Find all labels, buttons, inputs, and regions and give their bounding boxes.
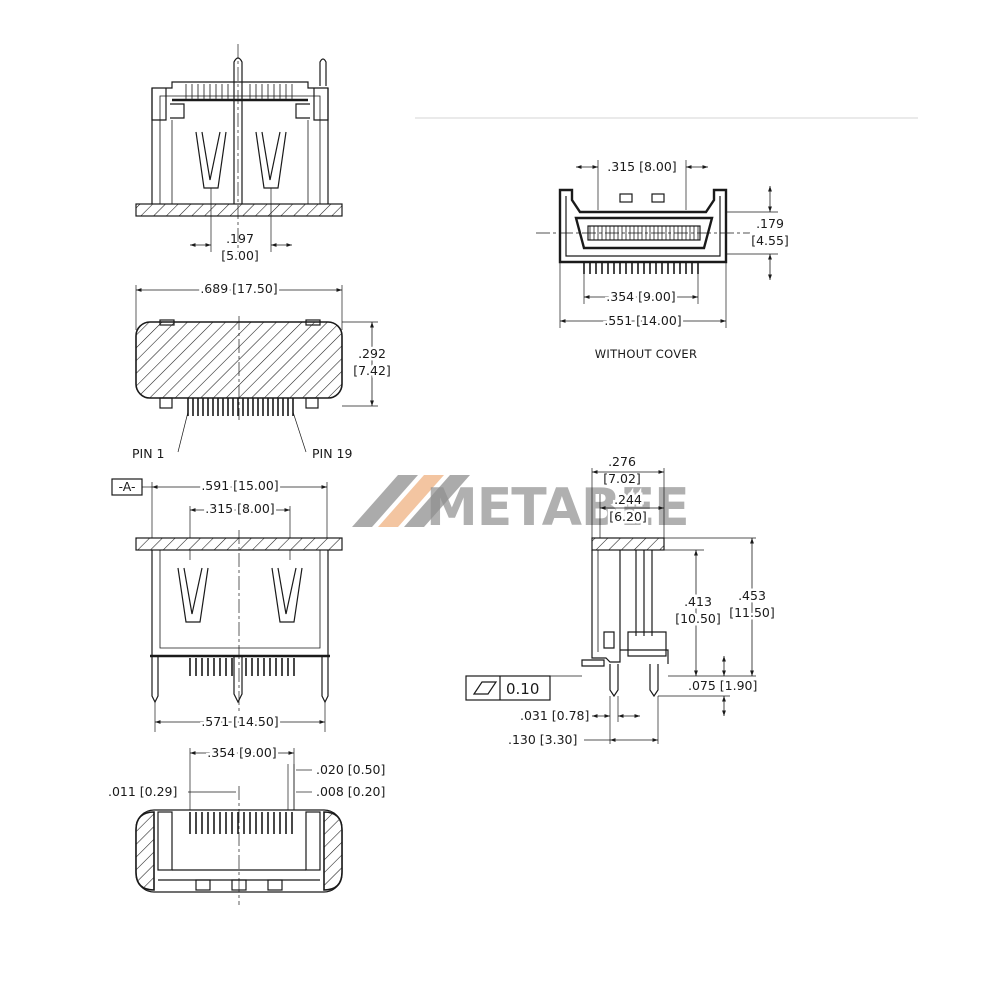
- spring-contact-left: [177, 567, 209, 623]
- foot-left: [159, 397, 173, 409]
- end-view: .315 [8.00] .179 [4.55] .354 [9.00] .551…: [536, 159, 791, 361]
- rear-wall: [635, 550, 653, 636]
- dim-pitch: .197: [226, 231, 254, 246]
- flatness-icon: [472, 681, 498, 695]
- connector-body: [151, 550, 329, 657]
- end-hatch-left: [135, 811, 155, 891]
- dim-height-mm: [7.42]: [353, 363, 391, 378]
- pin-row-side: [187, 398, 294, 416]
- smt-foot: [581, 659, 605, 667]
- housing-base: [603, 631, 667, 657]
- connector-body: [151, 81, 329, 204]
- leader-pin1: [177, 411, 189, 453]
- latch-right: [305, 811, 321, 871]
- dim-span: .354 [9.00]: [207, 745, 276, 760]
- pcb-section: [135, 203, 343, 217]
- dim-depth: .276: [608, 454, 636, 469]
- dim-depth-mm: [7.02]: [603, 471, 641, 486]
- dim-pin-width: .031 [0.78]: [520, 708, 589, 723]
- pcb-section: [591, 537, 665, 551]
- dim-pin-span: .130 [3.30]: [508, 732, 577, 747]
- bottom-view: .354 [9.00] .020 [0.50] .008 [0.20] .011…: [108, 743, 385, 905]
- shell-inner: [565, 196, 721, 257]
- tolerance-value: 0.10: [506, 680, 539, 698]
- dim-height-mm: [4.55]: [751, 233, 789, 248]
- front-top-view: .197 [5.00]: [135, 44, 343, 263]
- dim-pitch: .315 [8.00]: [205, 501, 274, 516]
- dim-depth2: .244: [614, 492, 642, 507]
- spring-contact-right: [255, 131, 287, 189]
- shell-latch-left: [151, 88, 185, 121]
- shell-tab-left: [159, 319, 175, 326]
- dim-offset: .011 [0.29]: [108, 784, 177, 799]
- dim-top: .315 [8.00]: [607, 159, 676, 174]
- side-hatched-view: .689 [17.50] .292 [7.42] PIN 1 PIN 19: [132, 279, 393, 462]
- watermark-stripe: [352, 475, 418, 527]
- side-profile-view: .276 [7.02] .244 [6.20] .413 [10.50] .45…: [465, 454, 777, 747]
- dim-width: .689 [17.50]: [200, 281, 277, 296]
- connector-inner: [159, 95, 321, 204]
- spring-contact-left: [195, 131, 227, 189]
- dim-h2-mm: [11.50]: [729, 605, 775, 620]
- front-bottom-view: -A- .591 [15.00] .315 [8.00] .571 [14.50…: [111, 476, 343, 732]
- watermark-stripe: [378, 475, 444, 527]
- pin-row-bottom: [189, 812, 293, 834]
- leader-pin19: [292, 411, 307, 453]
- dim-depth2-mm: [6.20]: [609, 509, 647, 524]
- dim-height: .292: [358, 346, 386, 361]
- contact-comb-top: [185, 84, 293, 100]
- rear-pin: [649, 664, 659, 698]
- shell-outline: [558, 188, 728, 264]
- dim-h2: .453: [738, 588, 766, 603]
- label-pin19: PIN 19: [312, 446, 353, 461]
- dim-h1-mm: [10.50]: [675, 611, 721, 626]
- dim-pitch: .020 [0.50]: [316, 762, 385, 777]
- caption-without-cover: WITHOUT COVER: [595, 347, 698, 361]
- side-post: [319, 58, 327, 86]
- pin-row-front: [189, 658, 295, 676]
- dim-foot: .075 [1.90]: [688, 678, 757, 693]
- dim-pins: .571 [14.50]: [201, 714, 278, 729]
- dim-height: .179: [756, 216, 784, 231]
- shell-tab-right: [305, 319, 321, 326]
- center-post-bottom: [233, 656, 243, 704]
- shell-latch-right: [295, 88, 329, 121]
- spring-contact-right: [271, 567, 303, 623]
- front-pin: [609, 664, 619, 698]
- tolerance-frame: 0.10: [465, 675, 582, 701]
- leg-left: [151, 656, 159, 704]
- dim-h1: .413: [684, 594, 712, 609]
- leg-right: [321, 656, 329, 704]
- receptacle-opening: [574, 216, 714, 250]
- side-wall: [591, 550, 621, 663]
- label-pin1: PIN 1: [132, 446, 165, 461]
- dim-inner: .354 [9.00]: [606, 289, 675, 304]
- pin-row-end: [583, 262, 699, 274]
- watermark-stripe: [404, 475, 470, 527]
- end-hatch-right: [323, 811, 343, 891]
- foot-right: [305, 397, 319, 409]
- datum-label: -A-: [118, 479, 135, 494]
- latch-left: [157, 811, 173, 871]
- dim-pitch-mm: [5.00]: [221, 248, 259, 263]
- dim-width: .551 [14.00]: [604, 313, 681, 328]
- dim-width: .591 [15.00]: [201, 478, 278, 493]
- dim-pin-width: .008 [0.20]: [316, 784, 385, 799]
